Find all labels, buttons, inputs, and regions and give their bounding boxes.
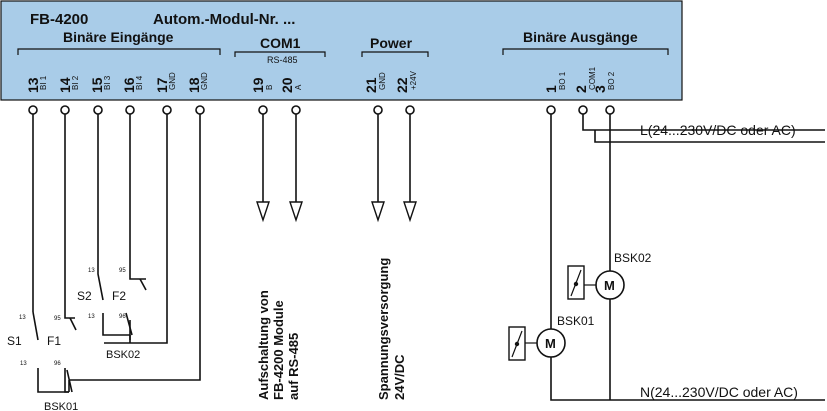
bracket-com1 bbox=[234, 51, 326, 57]
contact-label-13-s2-top: 13 bbox=[88, 268, 95, 274]
power-wiring bbox=[371, 113, 417, 223]
label-f2: F2 bbox=[112, 289, 126, 303]
contact-label-13-s1-top: 13 bbox=[19, 315, 26, 321]
bus-note-line-2: FB-4200 Module bbox=[271, 300, 286, 400]
contact-label-13-s2-bottom: 13 bbox=[88, 314, 95, 320]
contact-label-95-f1: 95 bbox=[54, 316, 61, 322]
terminal-circles bbox=[28, 105, 615, 115]
binary-input-wiring bbox=[32, 113, 201, 393]
bracket-binary-outputs bbox=[502, 48, 669, 55]
terminal-18 bbox=[195, 105, 205, 115]
terminal-14 bbox=[60, 105, 70, 115]
terminal-number-13: 13 bbox=[25, 77, 41, 93]
terminal-signal-a: A bbox=[294, 84, 303, 90]
terminal-20 bbox=[291, 105, 301, 115]
terminal-number-15: 15 bbox=[89, 77, 105, 93]
terminal-19 bbox=[258, 105, 268, 115]
bus-note-line-1: Aufschaltung von bbox=[256, 290, 271, 400]
terminal-2 bbox=[578, 105, 588, 115]
motor-symbol-bsk02: M bbox=[604, 278, 615, 293]
terminal-number-17: 17 bbox=[154, 77, 170, 93]
terminal-signal-b: B bbox=[265, 85, 274, 90]
contact-label-96-f2: 96 bbox=[119, 314, 126, 320]
bracket-power bbox=[361, 51, 429, 57]
terminal-number-3: 3 bbox=[592, 85, 608, 93]
label-bsk01-switches: BSK01 bbox=[44, 401, 78, 411]
terminal-signal-bi3: BI 3 bbox=[103, 75, 112, 90]
terminal-signal-bi1: BI 1 bbox=[39, 75, 48, 90]
actuator-label-bsk01: BSK01 bbox=[557, 314, 595, 328]
binary-output-wiring bbox=[550, 113, 825, 401]
bus-note: Aufschaltung von FB-4200 Module auf RS-4… bbox=[256, 290, 301, 400]
label-f1: F1 bbox=[47, 334, 61, 348]
terminal-number-14: 14 bbox=[57, 77, 73, 93]
terminal-13 bbox=[28, 105, 38, 115]
terminal-16 bbox=[125, 105, 135, 115]
contact-label-13-s1-bottom: 13 bbox=[20, 361, 27, 367]
power-note: Spannungsversorgung 24V/DC bbox=[376, 258, 407, 400]
bracket-binary-inputs bbox=[17, 48, 221, 55]
module-model-label: Autom.-Modul-Nr. ... bbox=[153, 11, 295, 28]
terminal-17 bbox=[162, 105, 172, 115]
module-box bbox=[0, 0, 683, 101]
terminal-3 bbox=[605, 105, 615, 115]
bus-note-line-3: auf RS-485 bbox=[286, 333, 301, 400]
terminal-number-19: 19 bbox=[250, 77, 266, 93]
power-note-line-1: Spannungsversorgung bbox=[376, 258, 391, 400]
label-s2: S2 bbox=[77, 289, 92, 303]
terminal-signal-gnd-17: GND bbox=[168, 72, 177, 90]
terminal-number-21: 21 bbox=[363, 77, 379, 93]
terminal-signal-gnd-18: GND bbox=[200, 72, 209, 90]
terminal-number-18: 18 bbox=[186, 77, 202, 93]
label-s1: S1 bbox=[7, 334, 22, 348]
actuator-bsk02: M BSK02 bbox=[567, 251, 652, 300]
motor-symbol-bsk01: M bbox=[545, 336, 556, 351]
label-bsk02-switches: BSK02 bbox=[106, 349, 140, 361]
contact-label-96-f1: 96 bbox=[54, 361, 61, 367]
terminal-21 bbox=[373, 105, 383, 115]
group-label-binary-outputs: Binäre Ausgänge bbox=[523, 29, 638, 45]
terminal-1 bbox=[546, 105, 556, 115]
actuator-bsk01: M BSK01 bbox=[508, 314, 595, 361]
power-note-line-2: 24V/DC bbox=[392, 354, 407, 400]
terminal-signal-bi2: BI 2 bbox=[71, 75, 80, 90]
terminal-signal-bo1: BO 1 bbox=[558, 71, 567, 90]
terminal-number-1: 1 bbox=[543, 85, 559, 93]
line-label-l: L(24...230V/DC oder AC) bbox=[640, 122, 796, 138]
terminal-signal-24v: +24V bbox=[409, 70, 418, 90]
terminal-signal-com1: COM1 bbox=[588, 66, 597, 90]
actuator-label-bsk02: BSK02 bbox=[614, 251, 652, 265]
group-label-binary-inputs: Binäre Eingänge bbox=[63, 29, 174, 45]
terminal-number-2: 2 bbox=[573, 85, 589, 93]
group-label-power: Power bbox=[370, 35, 413, 51]
group-sublabel-rs485: RS-485 bbox=[267, 55, 298, 65]
terminal-signal-bo2: BO 2 bbox=[607, 71, 616, 90]
terminal-number-22: 22 bbox=[394, 77, 410, 93]
terminal-signal-bi4: BI 4 bbox=[135, 75, 144, 90]
terminal-number-20: 20 bbox=[279, 77, 295, 93]
terminal-15 bbox=[93, 105, 103, 115]
terminal-22 bbox=[405, 105, 415, 115]
line-label-n: N(24...230V/DC oder AC) bbox=[640, 384, 798, 400]
terminal-labels: 13 BI 1 14 BI 2 15 BI 3 16 BI 4 17 GND 1… bbox=[25, 66, 616, 93]
terminal-signal-gnd-21: GND bbox=[378, 72, 387, 90]
com1-wiring bbox=[256, 113, 303, 223]
module-name: FB-4200 bbox=[30, 11, 88, 28]
terminal-number-16: 16 bbox=[121, 77, 137, 93]
contact-label-95-f2: 95 bbox=[119, 268, 126, 274]
group-label-com1: COM1 bbox=[260, 35, 301, 51]
